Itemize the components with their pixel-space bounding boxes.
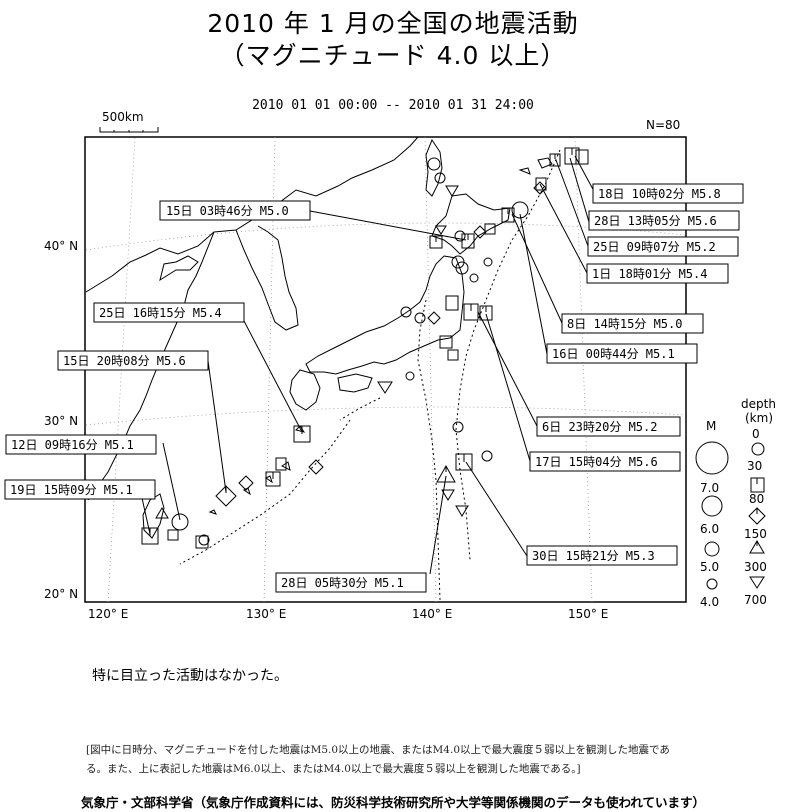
svg-text:12日 09時16分 M5.1: 12日 09時16分 M5.1: [11, 438, 134, 452]
axis-labels: 40° N 30° N 20° N 120° E 130° E 140° E 1…: [44, 239, 608, 621]
plate-boundaries: [179, 149, 561, 601]
event-label: 15日 03時46分 M5.0: [159, 200, 311, 221]
svg-text:25日 09時07分 M5.2: 25日 09時07分 M5.2: [593, 240, 716, 254]
shandong: [159, 255, 199, 282]
svg-text:15日 03時46分 M5.0: 15日 03時46分 M5.0: [166, 204, 289, 218]
svg-text:1日 18時01分 M5.4: 1日 18時01分 M5.4: [592, 267, 707, 281]
lon-label: 150° E: [568, 607, 608, 621]
svg-text:5.0: 5.0: [700, 560, 719, 574]
event-count: N=80: [646, 118, 681, 132]
svg-text:16日 00時44分 M5.1: 16日 00時44分 M5.1: [552, 347, 675, 361]
map-title: 2010 年 1 月の全国の地震活動: [207, 9, 579, 38]
svg-text:25日 16時15分 M5.4: 25日 16時15分 M5.4: [99, 306, 222, 320]
sakhalin-coast: [425, 138, 443, 197]
svg-text:700: 700: [744, 593, 767, 607]
lon-label: 130° E: [246, 607, 286, 621]
event-label: 6日 23時20分 M5.2: [536, 416, 681, 437]
event-label: 19日 15時09分 M5.1: [4, 479, 156, 500]
svg-text:6.0: 6.0: [700, 522, 719, 536]
lat-label: 40° N: [44, 239, 78, 253]
legend-depth-title: depth: [741, 397, 776, 411]
taiwan-coast: [142, 493, 165, 539]
svg-text:30日 15時21分 M5.3: 30日 15時21分 M5.3: [532, 549, 655, 563]
map-subtitle: （マグニチュード 4.0 以上）: [219, 41, 567, 70]
lon-label: 120° E: [88, 607, 128, 621]
event-label: 28日 05時30分 M5.1: [275, 572, 427, 593]
svg-text:8日 14時15分 M5.0: 8日 14時15分 M5.0: [567, 317, 682, 331]
event-label: 25日 16時15分 M5.4: [93, 302, 245, 323]
legend-magnitude-title: M: [706, 419, 716, 433]
explanatory-note: [図中に日時分、マグニチュードを付した地震はM5.0以上の地震、またはM4.0以…: [86, 744, 670, 775]
event-label: 30日 15時21分 M5.3: [526, 545, 678, 566]
lon-label: 140° E: [412, 607, 452, 621]
svg-text:18日 10時02分 M5.8: 18日 10時02分 M5.8: [598, 187, 721, 201]
kyushu-coast: [289, 369, 321, 411]
event-label: 17日 15時04分 M5.6: [529, 451, 681, 472]
svg-text:80: 80: [749, 492, 764, 506]
scale-bar: [99, 127, 159, 133]
lat-label: 30° N: [44, 414, 78, 428]
activity-remark: 特に目立った活動はなかった。: [92, 668, 288, 684]
source-footer: 気象庁・文部科学省（気象庁作成資料には、防災科学技術研究所や大学等関係機関のデー…: [80, 795, 705, 810]
event-labels: 15日 03時46分 M5.0 25日 16時15分 M5.4 15日 20時0…: [4, 183, 744, 593]
legend: M 7.0 6.0 5.0 4.0 depth (km) 0 30 80 150…: [695, 397, 776, 609]
svg-text:0: 0: [752, 427, 760, 441]
period-range: 2010 01 01 00:00 -- 2010 01 31 24:00: [252, 98, 534, 113]
korea-coast: [235, 225, 299, 331]
earthquake-markers: [141, 147, 589, 549]
event-label: 18日 10時02分 M5.8: [592, 183, 744, 204]
lat-label: 20° N: [44, 587, 78, 601]
event-label: 16日 00時44分 M5.1: [546, 343, 698, 364]
scale-bar-label: 500km: [102, 110, 144, 124]
event-label: 25日 09時07分 M5.2: [587, 236, 739, 257]
svg-text:6日 23時20分 M5.2: 6日 23時20分 M5.2: [542, 420, 657, 434]
event-label: 15日 20時08分 M5.6: [57, 350, 209, 371]
svg-text:17日 15時04分 M5.6: 17日 15時04分 M5.6: [535, 455, 658, 469]
event-label: 12日 09時16分 M5.1: [5, 434, 157, 455]
svg-text:300: 300: [744, 560, 767, 574]
svg-text:7.0: 7.0: [700, 481, 719, 495]
svg-text:(km): (km): [745, 411, 773, 425]
svg-text:15日 20時08分 M5.6: 15日 20時08分 M5.6: [63, 354, 186, 368]
svg-text:28日 05時30分 M5.1: 28日 05時30分 M5.1: [281, 576, 404, 590]
leader-lines: [139, 155, 596, 575]
svg-text:4.0: 4.0: [700, 595, 719, 609]
honshu-coast: [305, 255, 465, 375]
svg-text:30: 30: [747, 459, 762, 473]
shikoku-coast: [337, 373, 373, 393]
china-coast: [87, 231, 215, 501]
event-label: 1日 18時01分 M5.4: [586, 263, 729, 284]
event-label: 28日 13時05分 M5.6: [588, 210, 740, 231]
svg-text:150: 150: [744, 527, 767, 541]
event-label: 8日 14時15分 M5.0: [561, 313, 704, 334]
svg-text:28日 13時05分 M5.6: 28日 13時05分 M5.6: [594, 214, 717, 228]
svg-text:19日 15時09分 M5.1: 19日 15時09分 M5.1: [10, 483, 133, 497]
